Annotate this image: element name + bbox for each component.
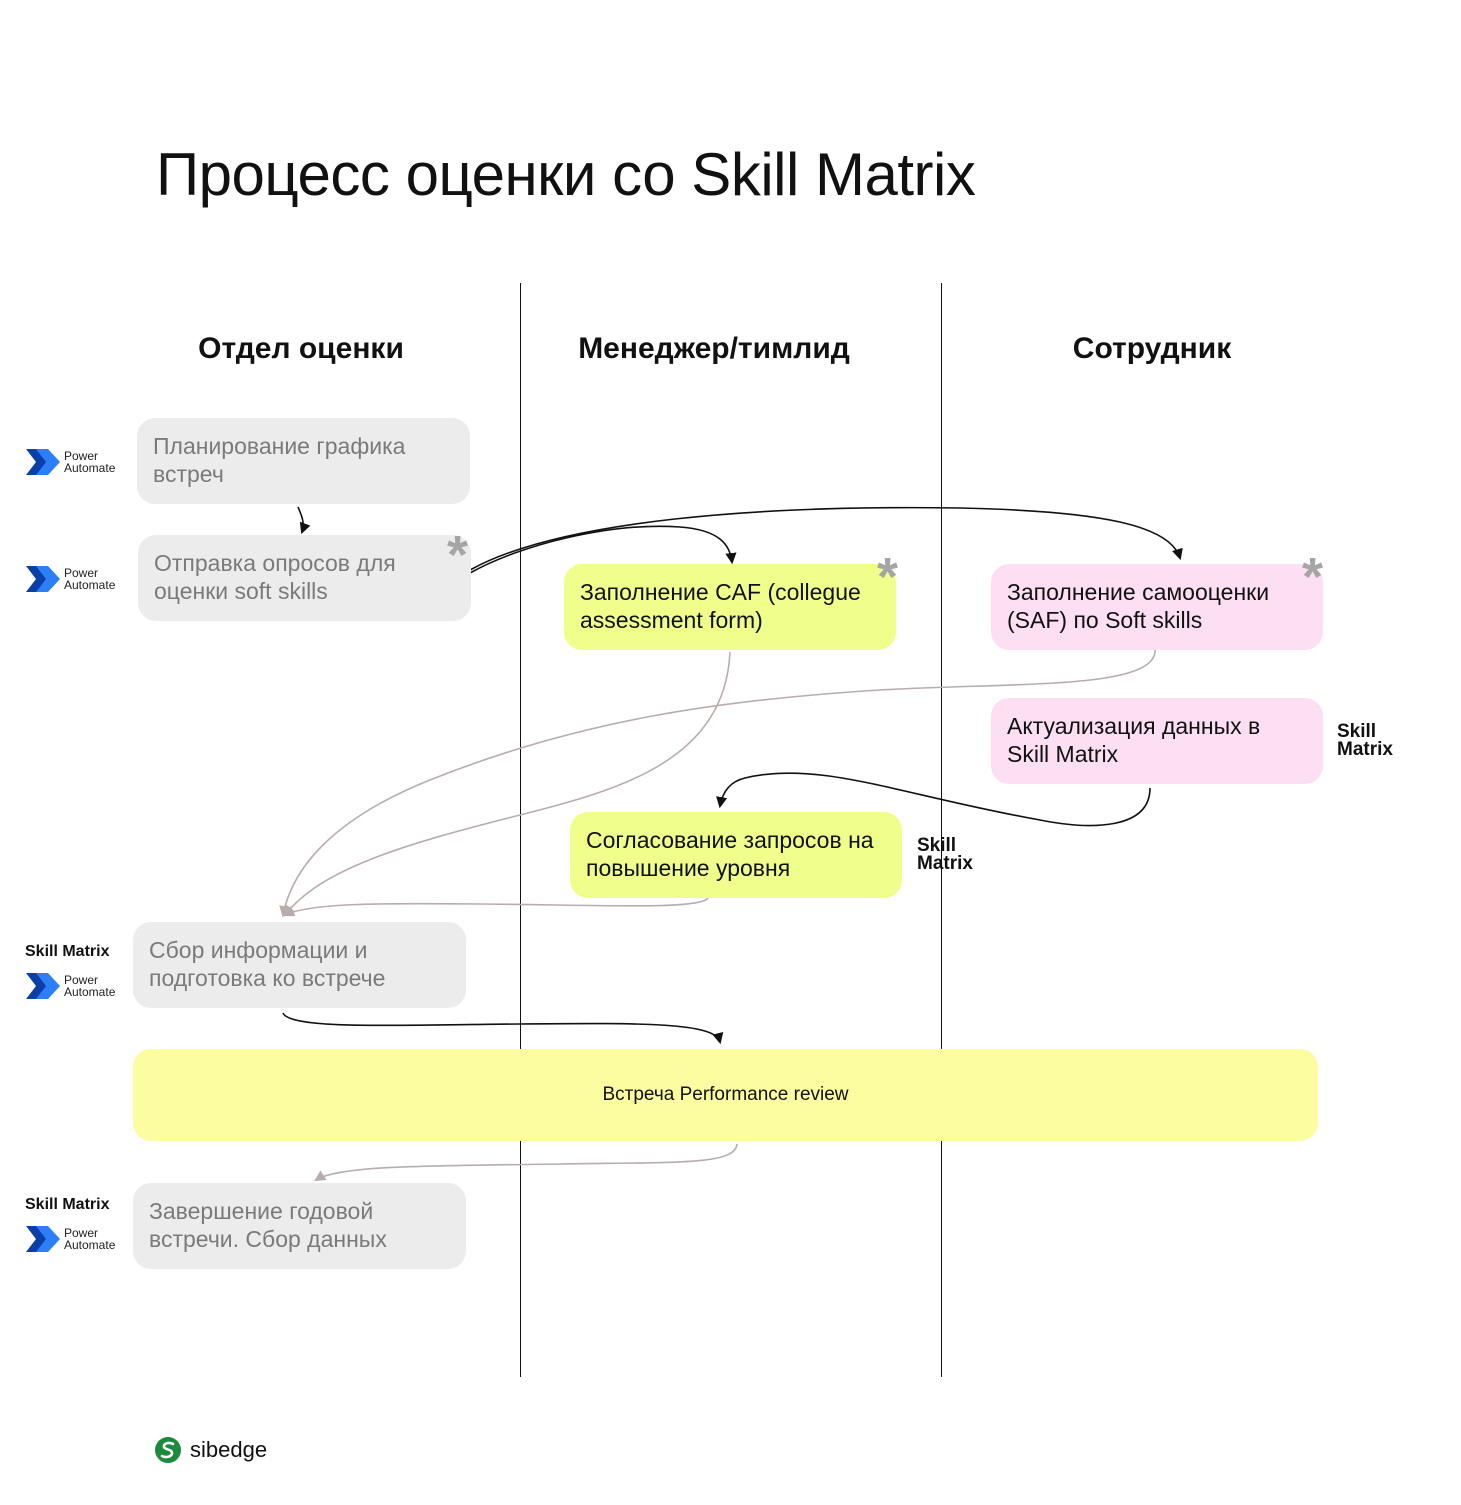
lane-header-manager: Менеджер/тимлид <box>578 332 850 365</box>
arrow-schedule-to-surveys <box>297 506 311 535</box>
skill-matrix-label: Skill Matrix <box>1337 721 1393 760</box>
skill-matrix-inline-label: Skill Matrix <box>25 1196 110 1213</box>
arrow-surveys-to-caf <box>469 525 737 574</box>
step-actualize-skill-matrix: Актуализация данных в Skill Matrix <box>991 698 1323 784</box>
power-automate-line1: Power <box>64 1226 99 1240</box>
asterisk-icon: * <box>447 525 469 585</box>
power-automate-badge: Power Automate <box>26 566 115 592</box>
step-send-surveys: Отправка опросов для оценки soft skills <box>138 535 471 621</box>
performance-review-label: Встреча Performance review <box>602 1084 849 1105</box>
arrow-review-to-finish <box>314 1143 738 1182</box>
step-schedule-meetings: Планирование графика встреч <box>137 418 470 504</box>
asterisk-icon: * <box>1302 547 1324 607</box>
sibedge-logo-text: sibedge <box>190 1437 268 1462</box>
lane-header-employee: Сотрудник <box>1072 332 1232 365</box>
lane-divider-2 <box>941 283 942 1377</box>
skill-matrix-label-line1: Skill <box>1337 721 1377 742</box>
power-automate-icon <box>26 449 60 475</box>
skill-matrix-label-line1: Skill <box>917 835 957 856</box>
skill-matrix-inline-label: Skill Matrix <box>25 943 110 960</box>
power-automate-line1: Power <box>64 566 99 580</box>
arrow-actualize-to-approve <box>716 772 1151 827</box>
power-automate-icon <box>26 973 60 999</box>
power-automate-icon <box>26 566 60 592</box>
arrow-collect-to-review <box>282 1012 724 1045</box>
arrow-surveys-to-saf <box>469 506 1183 571</box>
arrow-saf-to-collect <box>279 647 1156 918</box>
power-automate-line1: Power <box>64 973 99 987</box>
sibedge-logo: sibedge <box>154 1436 267 1464</box>
step-fill-saf: Заполнение самооценки (SAF) по Soft skil… <box>991 564 1323 650</box>
power-automate-badge: Power Automate <box>26 449 115 475</box>
arrow-caf-to-collect <box>283 651 731 917</box>
arrow-approve-to-collect <box>282 897 709 917</box>
lane-header-assessment: Отдел оценки <box>198 332 404 365</box>
power-automate-line1: Power <box>64 449 99 463</box>
sibedge-logo-icon <box>155 1437 181 1463</box>
skill-matrix-label-line2: Matrix <box>1337 739 1393 760</box>
skill-matrix-label-line2: Matrix <box>917 853 973 874</box>
power-automate-line2: Automate <box>64 1238 116 1252</box>
skill-matrix-label: Skill Matrix <box>917 835 973 874</box>
power-automate-line2: Automate <box>64 461 116 475</box>
lane-divider-1 <box>520 283 521 1377</box>
power-automate-badge: Power Automate <box>26 973 115 999</box>
power-automate-badge: Power Automate <box>26 1226 115 1252</box>
step-collect-info: Сбор информации и подготовка ко встрече <box>133 922 466 1008</box>
asterisk-icon: * <box>877 547 899 607</box>
step-performance-review: Встреча Performance review <box>133 1049 1318 1141</box>
step-fill-caf: Заполнение CAF (collegue assessment form… <box>564 564 896 650</box>
page-title: Процесс оценки со Skill Matrix <box>156 141 976 208</box>
step-finish-annual-meeting: Завершение годовой встречи. Сбор данных <box>133 1183 466 1269</box>
power-automate-icon <box>26 1226 60 1252</box>
power-automate-line2: Automate <box>64 985 116 999</box>
power-automate-line2: Automate <box>64 578 116 592</box>
step-approve-level-requests: Согласование запросов на повышение уровн… <box>570 812 902 898</box>
